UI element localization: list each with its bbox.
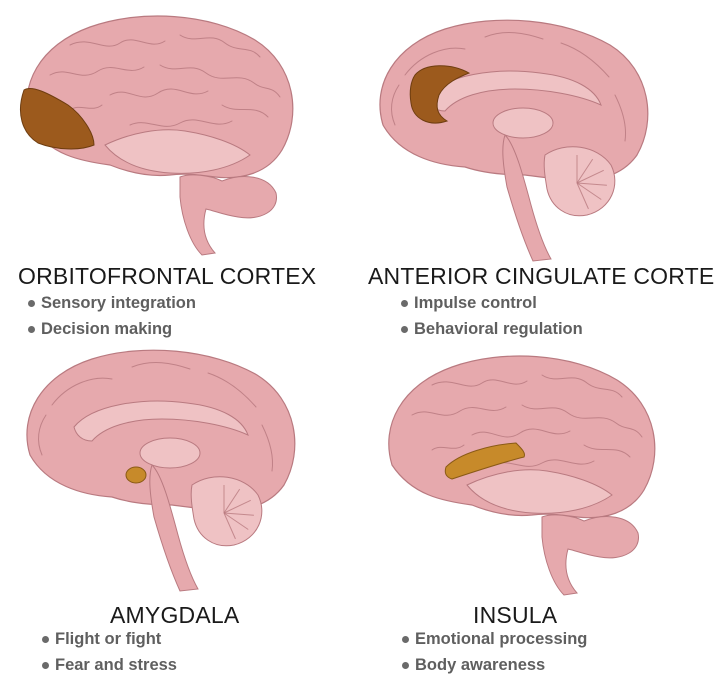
brain-lateral-illustration (10, 5, 310, 255)
function-item: Flight or fight (40, 626, 177, 652)
thalamus-shape (140, 438, 200, 468)
cerebellum-brainstem-shape (542, 515, 639, 595)
region-title: INSULA (473, 602, 557, 629)
function-item: Impulse control (399, 290, 583, 316)
brain-medial-illustration (365, 15, 665, 260)
region-title: ANTERIOR CINGULATE CORTEX (368, 263, 713, 290)
function-item: Decision making (26, 316, 196, 342)
function-item: Sensory integration (26, 290, 196, 316)
brain-lateral-illustration (372, 345, 672, 595)
region-title: ORBITOFRONTAL CORTEX (18, 263, 318, 290)
function-list: Flight or fight Fear and stress (40, 626, 177, 678)
function-item: Body awareness (400, 652, 587, 678)
region-title: AMYGDALA (110, 602, 239, 629)
cerebellum-shape (544, 147, 615, 216)
function-item: Behavioral regulation (399, 316, 583, 342)
cerebellum-brainstem-shape (180, 175, 277, 255)
function-item: Fear and stress (40, 652, 177, 678)
amygdala-region-highlight (126, 467, 146, 483)
thalamus-shape (493, 108, 553, 138)
function-list: Sensory integration Decision making (26, 290, 196, 342)
cerebellum-shape (191, 477, 262, 546)
function-item: Emotional processing (400, 626, 587, 652)
function-list: Impulse control Behavioral regulation (399, 290, 583, 342)
function-list: Emotional processing Body awareness (400, 626, 587, 678)
brain-medial-illustration (12, 345, 312, 590)
